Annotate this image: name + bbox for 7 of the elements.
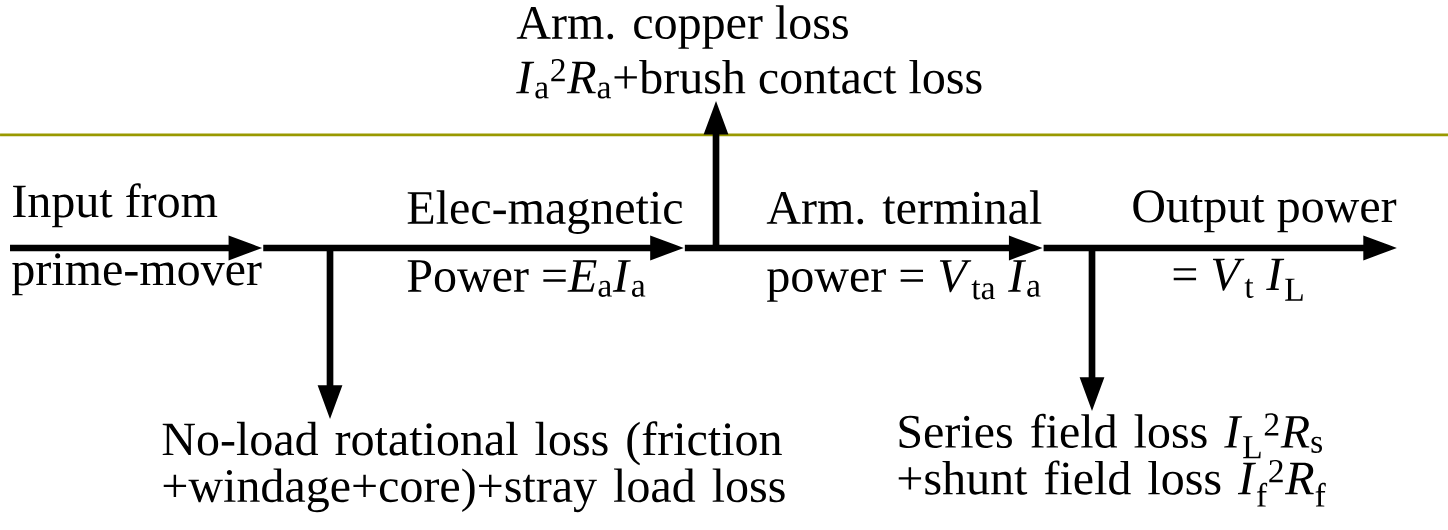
loss-label: Series field loss I$_{L}$$^{2}$R$_{s}$ +shunt field loss I$_{f}$$^{2}$R$_{f}$ <box>898 413 1326 507</box>
stage-label: Elec-magnetic Power =E$_{a}$I$_{a}$ <box>407 190 683 297</box>
stage-label: Output power = V$_{t}$ I$_{L}$ <box>1133 190 1397 301</box>
loss-label: Arm. copper loss I$_{a}$$^{2}$R$_{a}$+brush contact loss <box>516 5 982 99</box>
loss-label: No-load rotational loss (friction +windage+core)+stray load loss <box>162 421 785 513</box>
stage-label: Arm. terminal power = V$_{ta}$ I$_{a}$ <box>766 190 1042 302</box>
stage-label: Input from prime-mover <box>12 183 262 296</box>
